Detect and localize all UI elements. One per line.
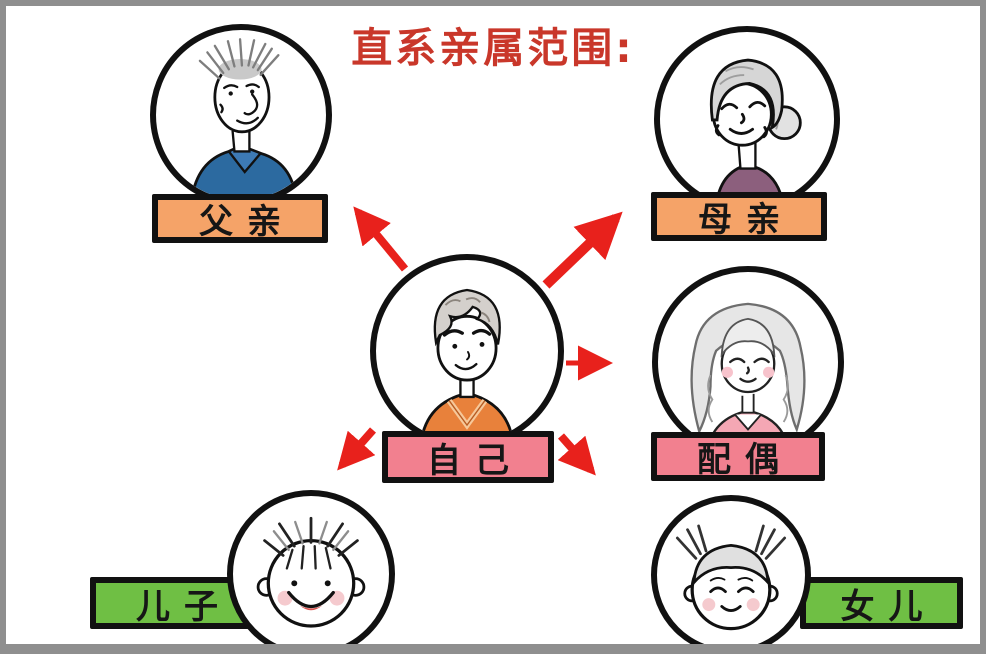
diagram-title: 直系亲属范围: [351,24,635,72]
self-cartoon-face-icon [419,288,515,442]
spouse-label: 配偶 [651,432,825,481]
son-portrait-circle [227,490,395,644]
spouse-cartoon-face-icon [690,302,806,452]
arrow-self-to-son [337,427,376,471]
daughter-label: 女儿 [800,577,963,629]
mother-label: 母亲 [651,192,827,241]
mother-portrait-circle [654,26,840,212]
father-portrait-circle [150,24,332,206]
spouse-portrait-circle [652,266,844,458]
self-label: 自己 [382,431,554,483]
arrow-self-to-daughter [557,433,596,476]
son-cartoon-face-icon [256,516,366,628]
father-label: 父亲 [152,194,328,243]
daughter-portrait-circle [651,495,811,644]
diagram-canvas: 直系亲属范围: [6,6,980,644]
self-portrait-circle [370,254,564,448]
father-cartoon-face-icon [190,38,298,200]
daughter-cartoon-face-icon [675,524,787,631]
